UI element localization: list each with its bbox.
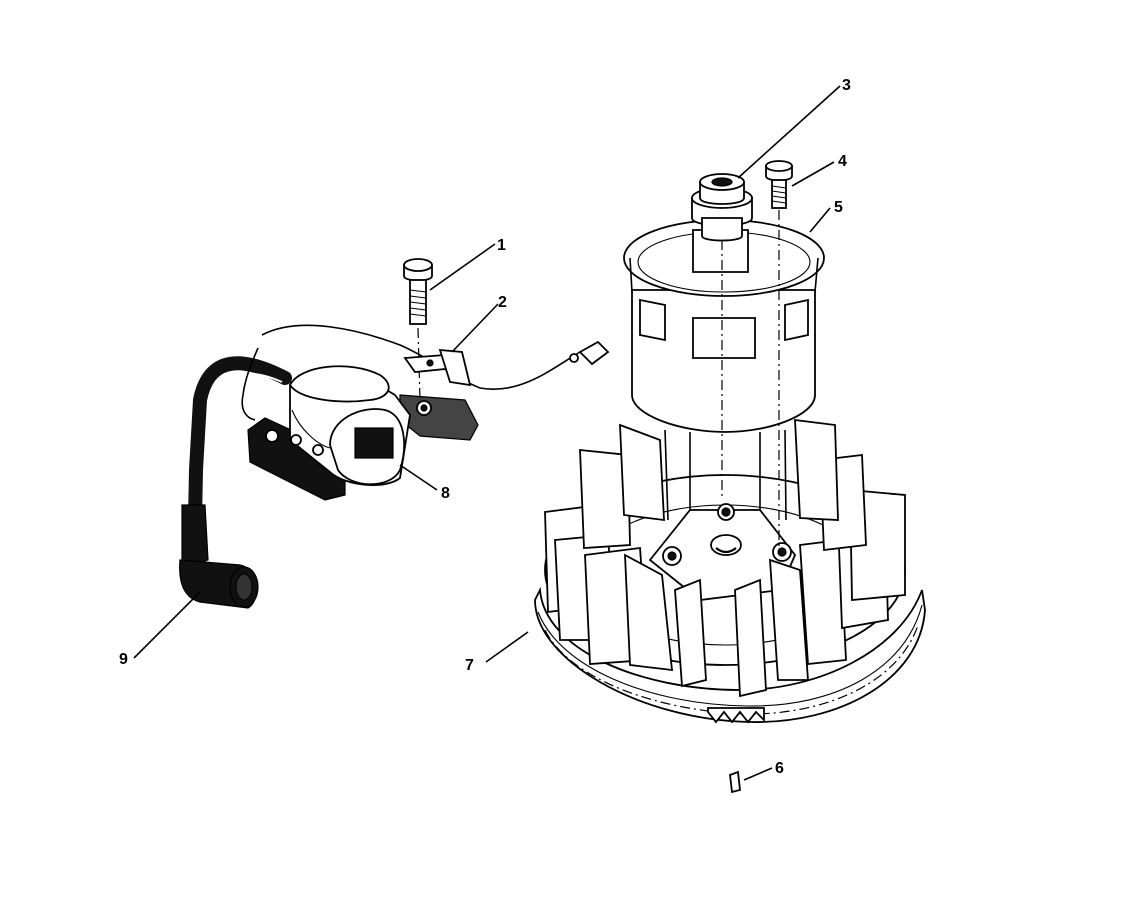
flywheel-fins — [544, 418, 906, 698]
callout-2: 2 — [498, 294, 507, 311]
callout-4: 4 — [838, 153, 847, 170]
spark-plug-boot — [179, 504, 259, 609]
callout-6: 6 — [775, 760, 784, 777]
callout-labels: 1 2 3 4 5 6 7 8 9 — [119, 77, 851, 777]
starter-cup — [623, 219, 825, 433]
callout-7: 7 — [465, 657, 474, 674]
ignition-module — [188, 324, 581, 527]
starter-cup-screw — [765, 160, 793, 209]
leader-lines — [133, 85, 841, 781]
ground-wire-terminal — [403, 340, 610, 387]
callout-8: 8 — [441, 485, 450, 502]
flywheel — [534, 418, 926, 724]
callout-5: 5 — [834, 199, 843, 216]
flywheel-nut — [691, 173, 753, 242]
ignition-module-mounting-bolt — [403, 258, 433, 325]
callout-3: 3 — [842, 77, 851, 94]
callout-1: 1 — [497, 237, 506, 254]
callout-9: 9 — [119, 651, 128, 668]
flywheel-key — [729, 770, 741, 794]
